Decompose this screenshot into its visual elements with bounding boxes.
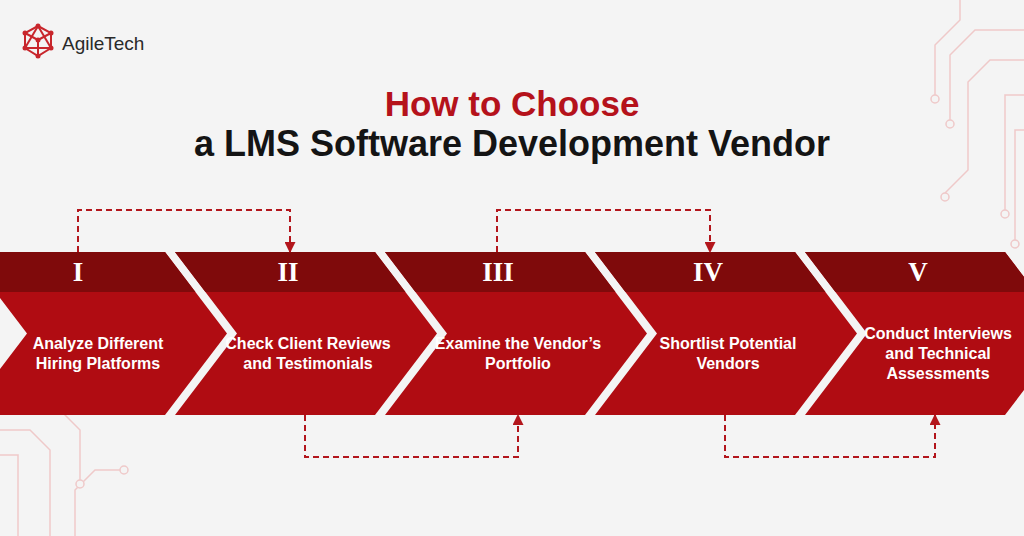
step-number: II bbox=[238, 252, 338, 292]
chevron-band bbox=[0, 252, 195, 292]
chevron-shape bbox=[595, 252, 857, 415]
dashed-arrow bbox=[497, 210, 710, 252]
chevron-body bbox=[175, 252, 437, 415]
step-chevron: VConduct Interviews and Technical Assess… bbox=[805, 252, 1024, 415]
step-label: Analyze Different Hiring Platforms bbox=[13, 292, 183, 415]
step-label: Conduct Interviews and Technical Assessm… bbox=[853, 292, 1023, 415]
step-number: III bbox=[448, 252, 548, 292]
dashed-arrow bbox=[725, 415, 935, 457]
step-number: IV bbox=[658, 252, 758, 292]
chevron-band bbox=[595, 252, 825, 292]
chevron-body bbox=[385, 252, 647, 415]
dashed-arrow bbox=[305, 415, 518, 457]
step-label: Check Client Reviews and Testimonials bbox=[223, 292, 393, 415]
title: How to Choose bbox=[0, 84, 1024, 124]
logo-icon bbox=[25, 26, 51, 56]
logo-text: AgileTech bbox=[62, 31, 222, 56]
chevron-body bbox=[0, 252, 227, 415]
step-label: Examine the Vendor’s Portfolio bbox=[433, 292, 603, 415]
step-chevron: IVShortlist Potential Vendors bbox=[595, 252, 857, 415]
chevron-band bbox=[175, 252, 405, 292]
chevron-band bbox=[805, 252, 1024, 292]
chevron-shape bbox=[175, 252, 437, 415]
dashed-arrow bbox=[78, 210, 290, 252]
subtitle: a LMS Software Development Vendor bbox=[0, 123, 1024, 165]
chevron-body bbox=[595, 252, 857, 415]
chevron-body bbox=[805, 252, 1024, 415]
step-label: Shortlist Potential Vendors bbox=[643, 292, 813, 415]
chevron-band bbox=[385, 252, 615, 292]
step-chevron: IAnalyze Different Hiring Platforms bbox=[0, 252, 227, 415]
step-number: V bbox=[868, 252, 968, 292]
step-chevron: IIIExamine the Vendor’s Portfolio bbox=[385, 252, 647, 415]
step-number: I bbox=[28, 252, 128, 292]
chevron-shape bbox=[385, 252, 647, 415]
logo-dots bbox=[23, 24, 54, 59]
chevron-shape bbox=[0, 252, 227, 415]
step-chevron: IICheck Client Reviews and Testimonials bbox=[175, 252, 437, 415]
